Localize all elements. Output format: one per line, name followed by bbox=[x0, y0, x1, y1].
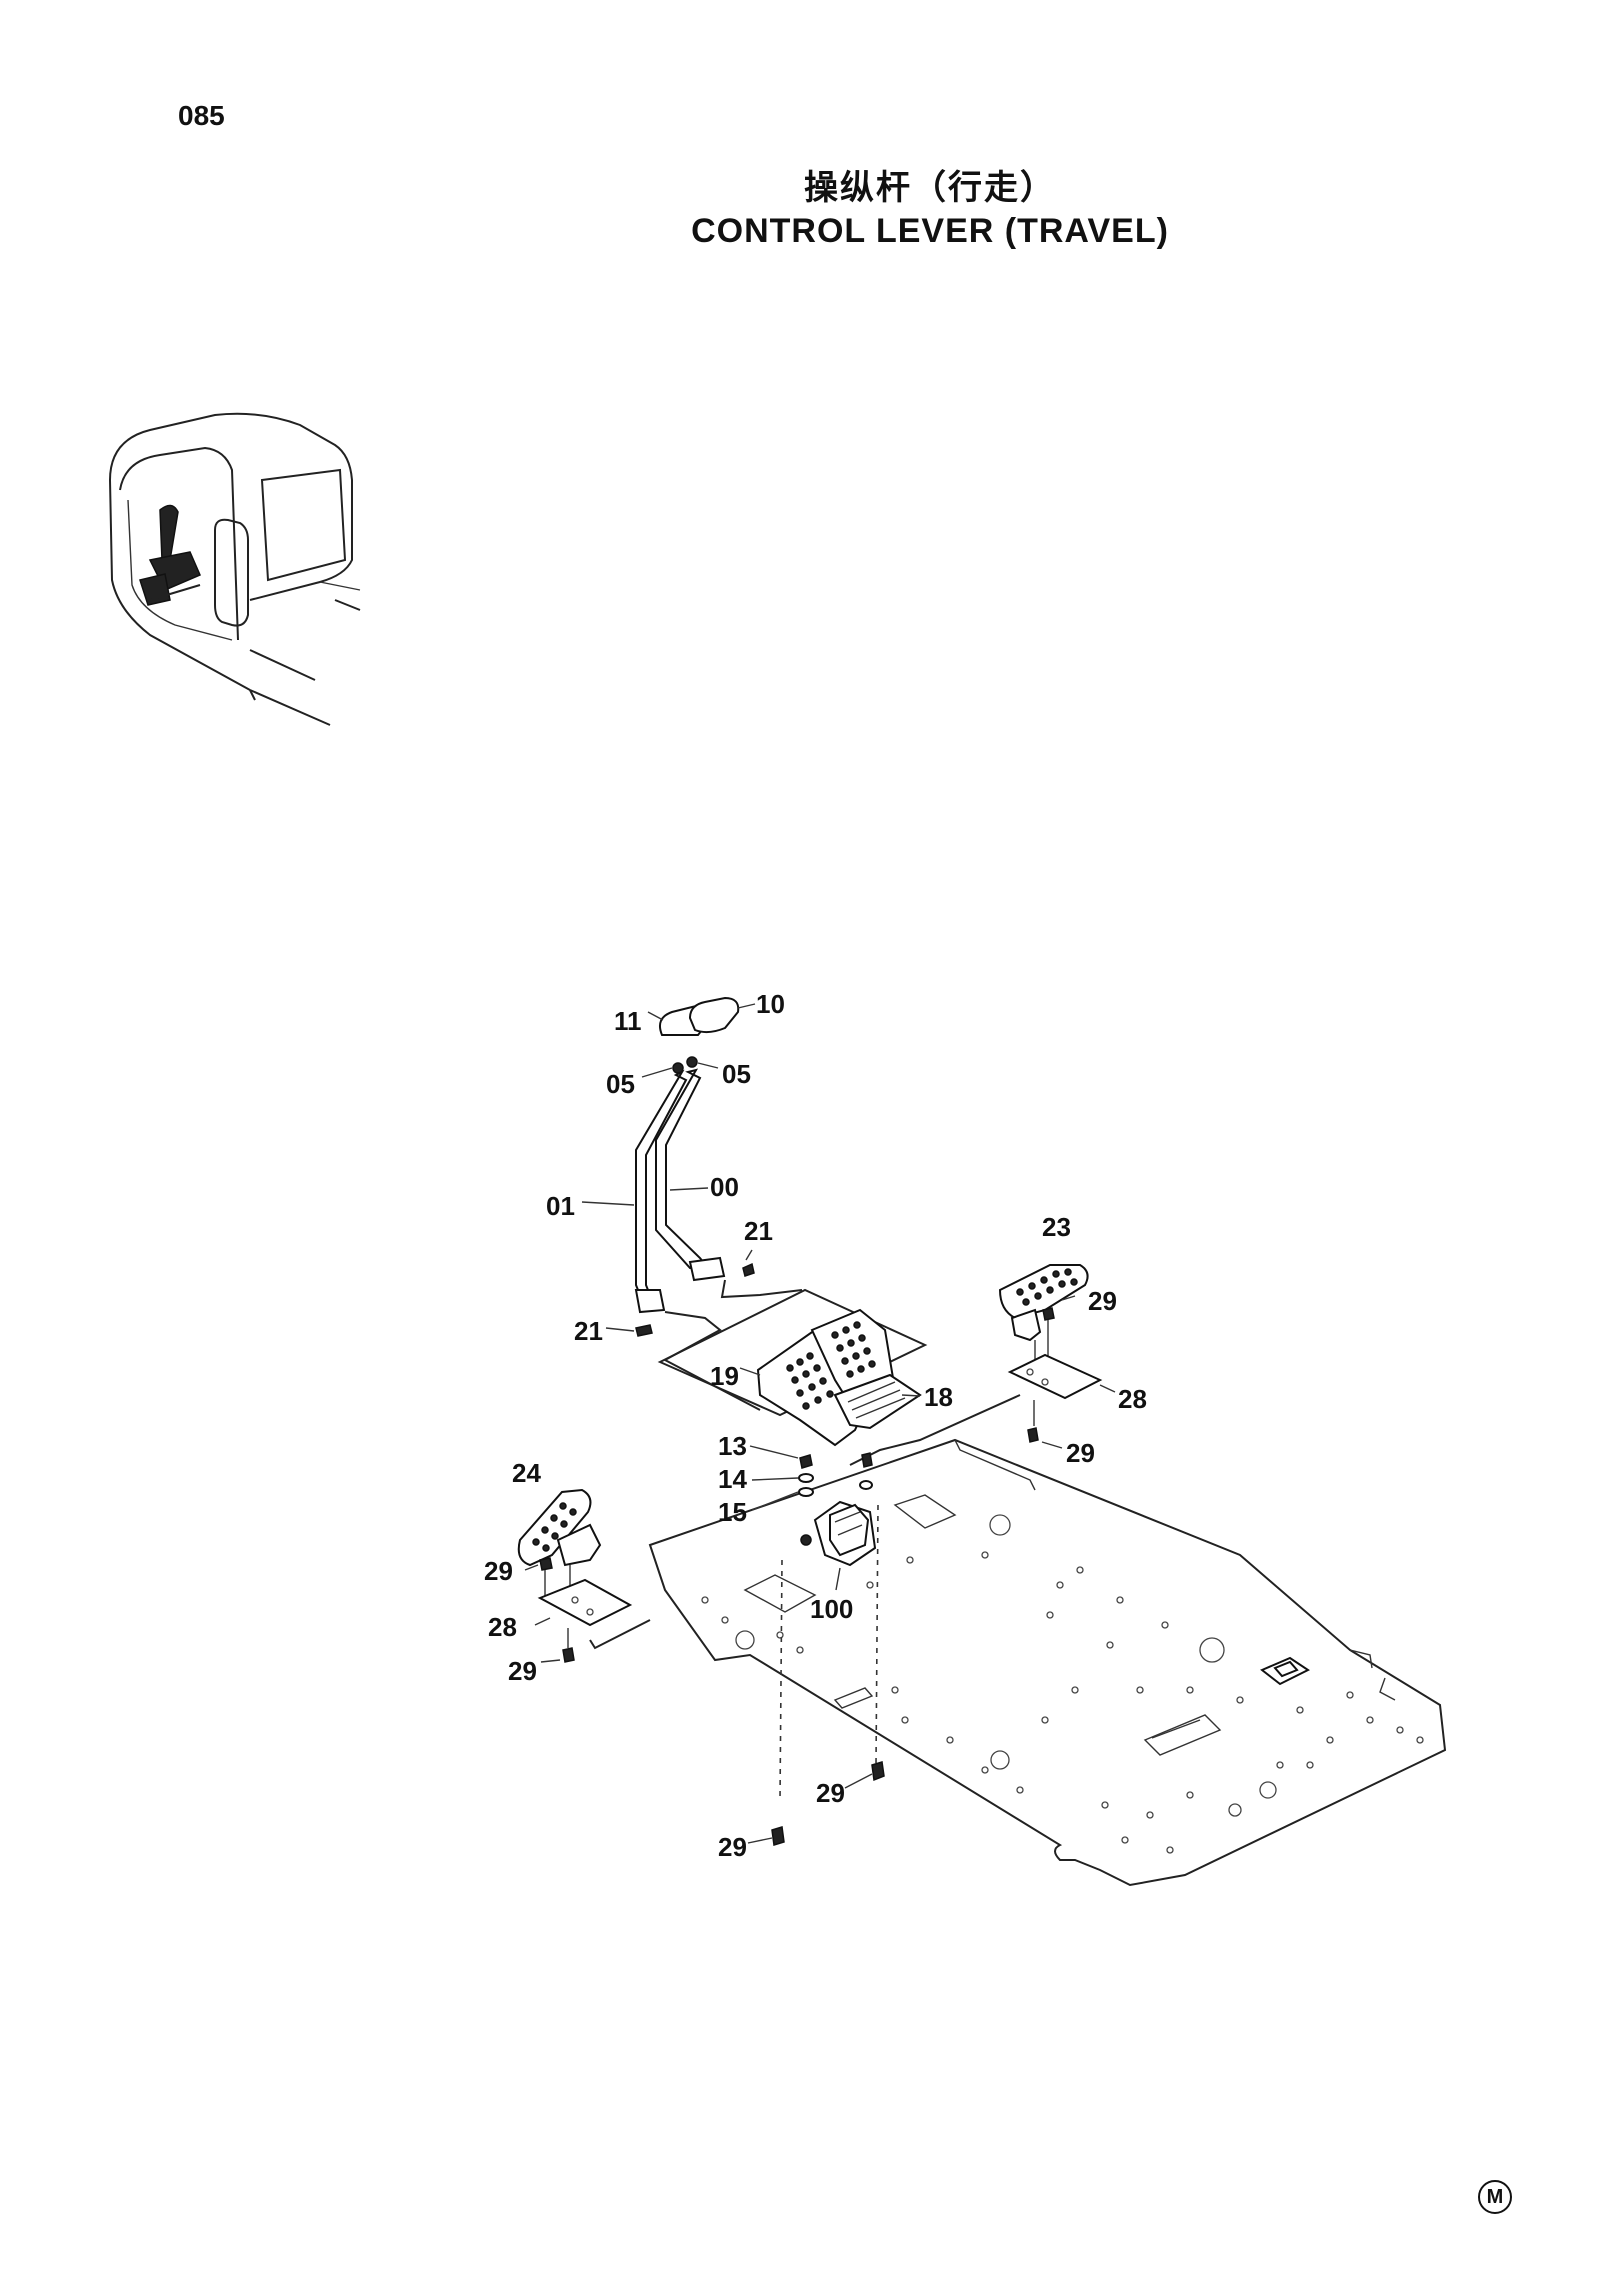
right-auxiliary-pedal bbox=[849, 1264, 1116, 1466]
callout-05-right: 05 bbox=[722, 1059, 751, 1089]
title-chinese: 操纵杆（行走） bbox=[804, 168, 1056, 208]
callout-18: 18 bbox=[924, 1382, 953, 1412]
bottom-bolts bbox=[747, 1761, 885, 1846]
callout-14: 14 bbox=[718, 1464, 747, 1494]
callout-21-upper: 21 bbox=[744, 1216, 773, 1246]
cab-locator-thumbnail bbox=[109, 412, 361, 726]
callout-01: 01 bbox=[546, 1191, 575, 1221]
pilot-valve bbox=[749, 1445, 877, 1591]
page-number: 085 bbox=[178, 100, 225, 131]
callout-21-lower: 21 bbox=[574, 1316, 603, 1346]
callout-labels: 11 10 05 05 01 00 21 21 23 29 28 29 19 1… bbox=[484, 989, 1147, 1862]
callout-28-left: 28 bbox=[488, 1612, 517, 1642]
title-english: CONTROL LEVER (TRAVEL) bbox=[691, 212, 1169, 250]
callout-29-bottom-right: 29 bbox=[816, 1778, 845, 1808]
callout-13: 13 bbox=[718, 1431, 747, 1461]
floor-plate bbox=[648, 1438, 1447, 1887]
floor-holes bbox=[701, 1551, 1424, 1854]
callout-29-right-upper: 29 bbox=[1088, 1286, 1117, 1316]
callout-23: 23 bbox=[1042, 1212, 1071, 1242]
callout-10: 10 bbox=[756, 989, 785, 1019]
left-auxiliary-pedal bbox=[517, 1488, 651, 1663]
travel-pedals bbox=[657, 1288, 928, 1447]
callout-29-left-upper: 29 bbox=[484, 1556, 513, 1586]
callout-11: 11 bbox=[614, 1006, 642, 1036]
pedal-tread-pattern bbox=[786, 1321, 876, 1410]
manufacturer-mark: M bbox=[1478, 2180, 1512, 2214]
callout-19: 19 bbox=[710, 1361, 739, 1391]
travel-lever-assembly bbox=[581, 996, 803, 1411]
callout-29-left-lower: 29 bbox=[508, 1656, 537, 1686]
callout-05-left: 05 bbox=[606, 1069, 635, 1099]
callout-24: 24 bbox=[512, 1458, 541, 1488]
callout-100: 100 bbox=[810, 1594, 853, 1624]
callout-29-bottom-left: 29 bbox=[718, 1832, 747, 1862]
callout-28-right: 28 bbox=[1118, 1384, 1147, 1414]
callout-15: 15 bbox=[718, 1497, 747, 1527]
callout-29-right-lower: 29 bbox=[1066, 1438, 1095, 1468]
callout-00: 00 bbox=[710, 1172, 739, 1202]
